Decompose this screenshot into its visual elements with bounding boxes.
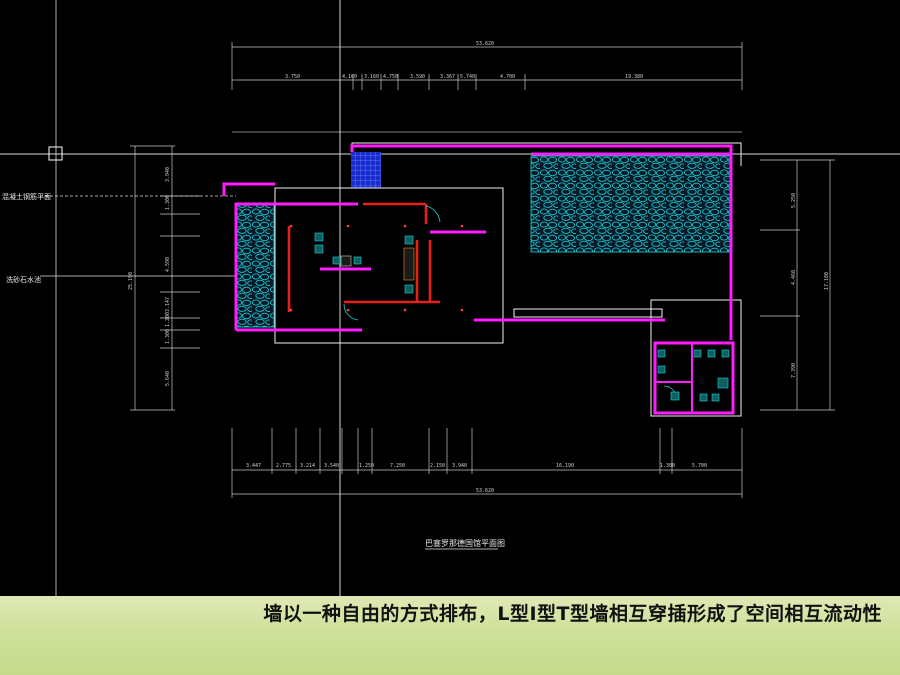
right-dim-2: 4.460 [791, 270, 797, 285]
top-dim-4: 4.750 [383, 74, 398, 80]
caption-text: 墙以一种自由的方式排布，L型I型T型墙相互穿插形成了空间相互流动性 [263, 603, 882, 625]
columns [289, 224, 464, 312]
top-dim-3: 3.160 [364, 74, 379, 80]
top-dimensions [231, 42, 743, 133]
annex-outline [650, 299, 742, 417]
left-dim-4: 3.147 [165, 297, 171, 312]
roof-outline [274, 187, 504, 344]
floor-plan-drawing: 53.620 3.750 4.160 3.160 4.750 3.590 3.3… [0, 0, 900, 596]
left-dim-7: 5.640 [165, 371, 171, 386]
right-dimensions [760, 159, 835, 411]
top-dim-6: 3.367 [440, 74, 455, 80]
caption-bar: 墙以一种自由的方式排布，L型I型T型墙相互穿插形成了空间相互流动性 [0, 596, 900, 675]
right-dim-1: 5.250 [791, 193, 797, 208]
plan-title: 巴塞罗那德国馆平面图 [425, 538, 505, 548]
bottom-dim-3: 3.214 [300, 463, 315, 469]
right-dim-3: 7.390 [791, 363, 797, 378]
crosshair [0, 0, 900, 596]
top-dim-5: 3.590 [410, 74, 425, 80]
bottom-dim-5: 1.250 [359, 463, 374, 469]
left-dim-1: 3.940 [165, 167, 171, 182]
top-dim-7: 5.740 [460, 74, 475, 80]
cursor-box [48, 146, 63, 161]
plan [222, 142, 742, 417]
bottom-dim-11: 5.700 [692, 463, 707, 469]
label-concrete-plan: 混凝土钢筋平面 [2, 192, 51, 201]
water-grid [351, 152, 381, 188]
bottom-dim-4: 3.540 [324, 463, 339, 469]
left-dim-5: 1.200 [165, 312, 171, 327]
bottom-dim-2: 2.775 [276, 463, 291, 469]
bottom-dimensions [231, 428, 743, 498]
left-dim-6: 1.300 [165, 329, 171, 344]
top-dim-2: 4.160 [342, 74, 357, 80]
left-overall-dim: 25.190 [128, 272, 134, 290]
top-overall-dim: 53.620 [476, 41, 494, 47]
label-pool: 洗砂石水池 [6, 275, 41, 284]
bottom-dim-6: 7.250 [390, 463, 405, 469]
bottom-dim-8: 3.940 [452, 463, 467, 469]
left-callouts [40, 195, 244, 277]
left-dim-2: 1.300 [165, 195, 171, 210]
right-overall-dim: 17.100 [824, 272, 830, 290]
left-dim-3: 4.590 [165, 257, 171, 272]
left-dimensions [130, 145, 200, 411]
bottom-dim-7: 2.150 [430, 463, 445, 469]
furniture [314, 232, 730, 402]
bottom-dim-1: 3.447 [246, 463, 261, 469]
bottom-dim-9: 16.190 [556, 463, 574, 469]
bottom-overall-dim: 53.620 [476, 488, 494, 494]
top-dim-8: 4.700 [500, 74, 515, 80]
top-dim-9: 19.380 [625, 74, 643, 80]
small-pool [235, 204, 275, 328]
red-walls [287, 202, 440, 312]
bottom-dim-10: 1.300 [660, 463, 675, 469]
main-walls [222, 144, 735, 415]
large-pool [530, 155, 731, 253]
top-dim-1: 3.750 [285, 74, 300, 80]
